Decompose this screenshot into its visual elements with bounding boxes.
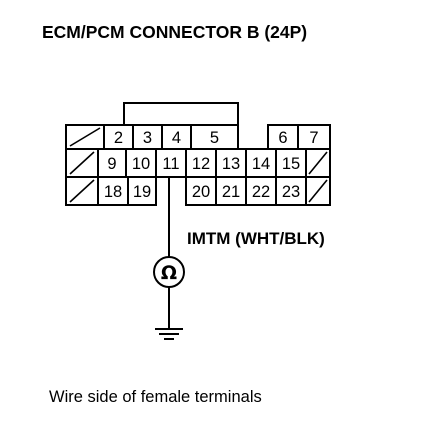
terminal-24-blank xyxy=(305,176,331,206)
blank-slash xyxy=(69,127,101,147)
diagram-title: ECM/PCM CONNECTOR B (24P) xyxy=(42,22,307,42)
terminal-10-label: 10 xyxy=(132,155,150,173)
terminal-2-label: 2 xyxy=(114,129,123,147)
ohm-icon: Ω xyxy=(161,262,177,284)
connector-b: 2 3 4 5 6 7 9 10 11 12 13 xyxy=(65,102,331,206)
terminal-4-label: 4 xyxy=(172,129,181,147)
connector-row-3: 18 19 20 21 22 23 xyxy=(65,176,331,206)
blank-slash xyxy=(69,179,95,203)
terminal-19-label: 19 xyxy=(133,183,151,201)
terminal-5-label: 5 xyxy=(210,129,219,147)
terminal-15-label: 15 xyxy=(282,155,300,173)
ground-icon xyxy=(155,328,183,340)
terminal-9-label: 9 xyxy=(107,155,116,173)
terminal-20-label: 20 xyxy=(192,183,210,201)
terminal-19 xyxy=(127,176,157,206)
terminal-12-label: 12 xyxy=(192,155,210,173)
wire-label: IMTM (WHT/BLK) xyxy=(187,229,325,248)
connector-row-2: 9 10 11 12 13 14 15 xyxy=(65,148,331,178)
diagram-caption: Wire side of female terminals xyxy=(49,388,262,406)
terminal-21-label: 21 xyxy=(222,183,240,201)
connector-lock-tab xyxy=(123,102,239,125)
terminal-7-label: 7 xyxy=(309,129,318,147)
terminal-14-label: 14 xyxy=(252,155,270,173)
connector-row-1: 2 3 4 5 6 7 xyxy=(65,124,331,150)
blank-slash xyxy=(308,179,328,203)
blank-slash xyxy=(308,151,328,175)
terminal-18-label: 18 xyxy=(104,183,122,201)
ohmmeter-circuit: Ω xyxy=(153,177,185,340)
terminal-23-label: 23 xyxy=(282,183,300,201)
terminal-22-label: 22 xyxy=(252,183,270,201)
terminal-11-label: 11 xyxy=(162,155,179,173)
terminal-13-label: 13 xyxy=(222,155,240,173)
terminal-6-label: 6 xyxy=(278,129,287,147)
blank-slash xyxy=(69,151,95,175)
terminal-3-label: 3 xyxy=(143,129,152,147)
